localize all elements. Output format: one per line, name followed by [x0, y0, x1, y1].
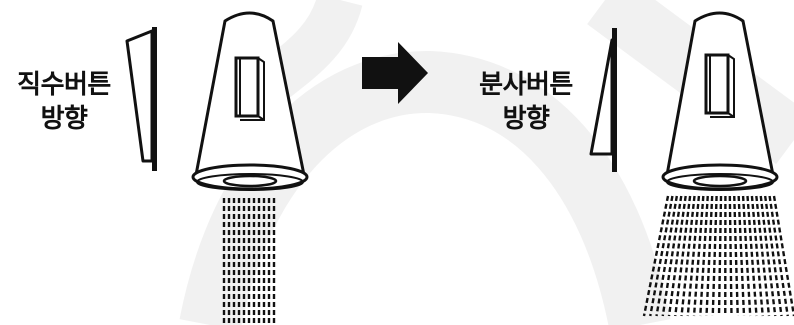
- left-shower-button: [234, 56, 265, 121]
- left-water-spray-straight: [222, 198, 276, 325]
- right-shower-button: [704, 53, 735, 118]
- spray-stream-line: [661, 195, 683, 317]
- spray-stream-line: [728, 195, 733, 317]
- spray-stream-line: [642, 195, 670, 317]
- spray-stream-line: [667, 195, 687, 317]
- spray-stream-line: [755, 195, 771, 317]
- spray-stream-line: [711, 195, 718, 317]
- label-line: 방향: [40, 104, 88, 134]
- spray-stream-line: [737, 195, 746, 317]
- spray-button-direction-label: 분사버튼 방향: [466, 68, 586, 136]
- spray-stream-line: [763, 195, 783, 317]
- spray-stream-line: [717, 195, 723, 317]
- straight-button-direction-label: 직수버튼 방향: [4, 68, 124, 136]
- label-line: 방향: [502, 104, 550, 134]
- spray-stream-line: [746, 195, 758, 317]
- spray-stream-line: [768, 195, 789, 317]
- spray-stream-line: [750, 195, 764, 317]
- right-switch-lever: [589, 28, 617, 172]
- spray-stream-line: [692, 195, 705, 317]
- spray-stream-line: [705, 195, 714, 317]
- spray-stream-line: [655, 195, 679, 317]
- left-switch-lever: [125, 27, 157, 171]
- spray-stream-line: [741, 195, 752, 317]
- spray-stream-line: [686, 195, 701, 317]
- spray-stream-line: [733, 195, 739, 317]
- right-arrow-icon: [362, 42, 428, 104]
- spray-stream-line: [759, 195, 777, 317]
- spray-stream-line: [674, 195, 692, 317]
- label-line: 분사버튼: [479, 70, 573, 100]
- spray-stream-line: [649, 195, 674, 317]
- left-shower-head: [191, 11, 309, 191]
- spray-stream-line: [680, 195, 696, 317]
- right-shower-head: [661, 11, 779, 191]
- spray-stream-line: [699, 195, 709, 317]
- spray-stream-line: [772, 195, 794, 317]
- label-line: 직수버튼: [17, 70, 111, 100]
- right-water-spray-fan: [642, 195, 794, 317]
